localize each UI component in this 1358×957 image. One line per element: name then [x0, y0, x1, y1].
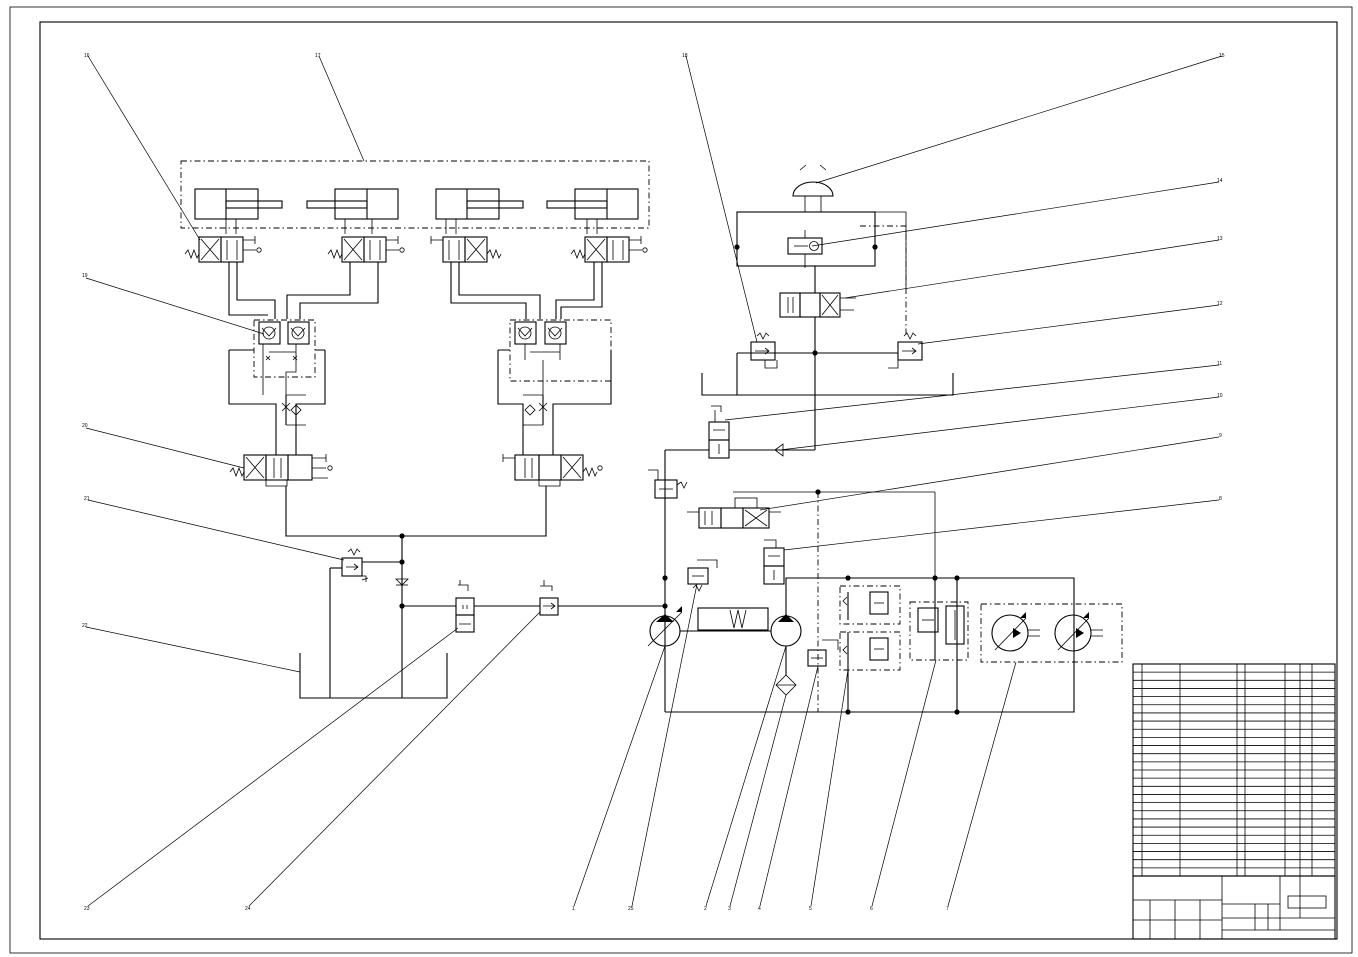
coupling-shaft [697, 607, 769, 631]
top-directional-valve-3 [430, 236, 502, 263]
callout-7: 7 [946, 906, 949, 912]
throttle-check-right [523, 394, 548, 426]
outer-border [9, 6, 1353, 954]
directional-valve-20 [229, 454, 333, 487]
check-valve-21 [395, 578, 409, 586]
pressure-valve-block-5b [839, 631, 901, 712]
callout-18: 18 [682, 53, 688, 59]
callout-8: 8 [1219, 496, 1222, 502]
callout-11: 11 [1217, 361, 1222, 367]
top-directional-valve-4 [570, 236, 648, 263]
callout-20: 20 [82, 423, 88, 429]
top-directional-valve-1 [184, 236, 262, 263]
directional-valve-13 [779, 292, 856, 318]
callout-17: 17 [315, 53, 321, 59]
callout-2: 2 [704, 906, 707, 912]
title-block [1132, 875, 1336, 940]
relief-valve-12 [888, 332, 923, 369]
callout-22: 22 [82, 623, 88, 629]
filter-3 [775, 646, 797, 696]
callout-19: 19 [82, 273, 88, 279]
steering-unit-15 [792, 164, 834, 212]
cylinder-1 [194, 188, 283, 234]
tank-right [701, 373, 954, 396]
valve-block-6 [909, 578, 969, 712]
directional-valve-right [502, 454, 603, 487]
callout-24: 24 [245, 906, 251, 912]
callout-21: 21 [84, 496, 90, 502]
pilot-check-block-left [253, 319, 316, 378]
charge-pump-2 [770, 614, 802, 647]
callout-5: 5 [809, 906, 812, 912]
callout-6: 6 [870, 906, 873, 912]
relief-valve-4 [807, 639, 839, 667]
steering-valve-14 [787, 230, 823, 268]
valve-8 [763, 539, 785, 585]
relief-valve-21 [329, 548, 402, 698]
callout-23: 23 [84, 906, 90, 912]
callout-12: 12 [1217, 301, 1223, 307]
callout-1: 1 [572, 906, 575, 912]
callout-4: 4 [758, 906, 761, 912]
motor-group-7 [980, 603, 1123, 663]
cylinder-4 [546, 188, 639, 234]
cylinder-3 [435, 188, 524, 234]
parts-list-table [1132, 663, 1336, 877]
relief-valve-18 [750, 332, 778, 369]
callout-15: 15 [1219, 53, 1225, 59]
valve-25 [687, 559, 718, 592]
leader-lines [85, 55, 1223, 907]
valve-24 [539, 580, 665, 616]
pressure-valve-block-5a [839, 585, 901, 625]
top-directional-valve-2 [327, 236, 405, 263]
throttle-check-left [281, 394, 306, 426]
callout-13: 13 [1217, 236, 1223, 242]
callout-14: 14 [1217, 178, 1223, 184]
inner-border [39, 21, 1338, 940]
valve-11 [708, 405, 730, 459]
callout-10: 10 [1217, 393, 1223, 399]
callout-3: 3 [728, 906, 731, 912]
directional-valve-9 [687, 497, 781, 529]
valve-23 [402, 580, 540, 633]
cylinder-2 [306, 188, 399, 234]
cylinder-group-boundary [180, 160, 650, 229]
callout-25: 25 [628, 906, 634, 912]
tank-22 [299, 653, 448, 699]
relief-valve-pilot [648, 469, 688, 499]
callout-16: 16 [84, 53, 90, 59]
callout-9: 9 [1219, 433, 1222, 439]
check-valve-10 [729, 443, 815, 457]
